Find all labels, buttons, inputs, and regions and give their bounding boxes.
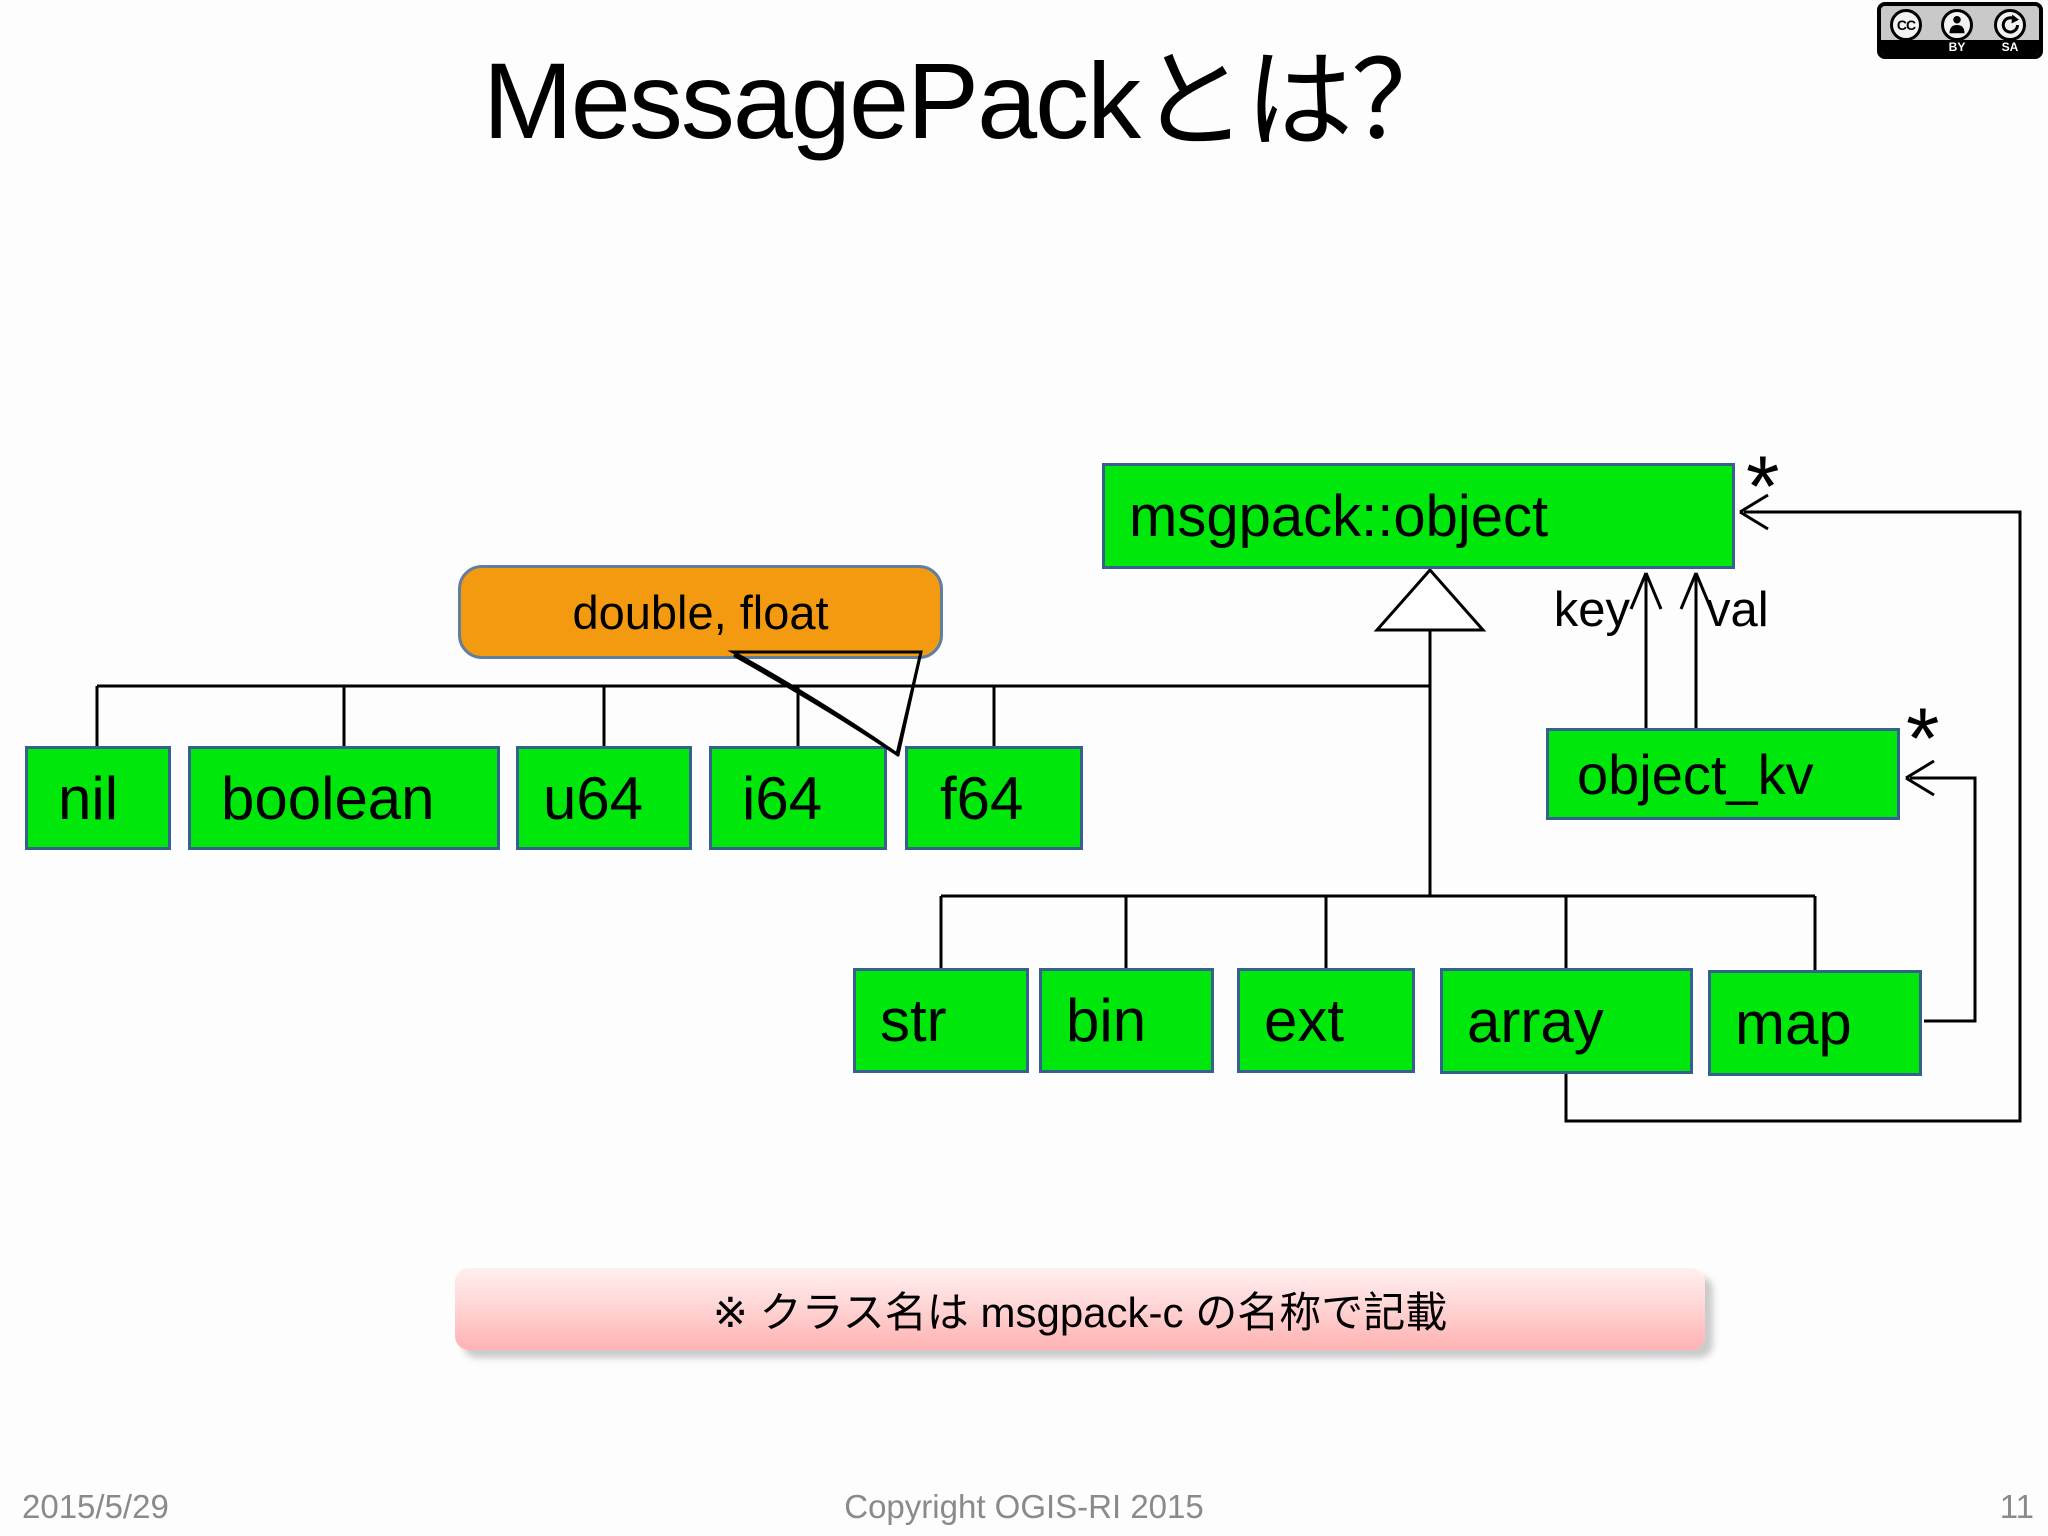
class-box-object-kv: object_kv — [1546, 728, 1900, 820]
footer-copyright: Copyright OGIS-RI 2015 — [844, 1488, 1204, 1525]
person-icon — [1949, 16, 1965, 34]
root-multiplicity-star: * — [1746, 439, 1780, 535]
cc-license-badge: CC BY SA — [1877, 2, 2043, 59]
class-box-ext: ext — [1237, 968, 1415, 1073]
class-box-map: map — [1708, 970, 1922, 1076]
class-label: array — [1467, 987, 1604, 1055]
class-label: msgpack::object — [1129, 483, 1549, 549]
attribution-person-icon — [1941, 9, 1973, 41]
cc-badge-strip: BY SA — [1881, 40, 2039, 55]
scalar-hierarchy-lines — [95, 684, 1430, 748]
class-box-msgpack-object: msgpack::object — [1102, 463, 1735, 569]
cc-logo-label: CC — [1896, 17, 1916, 33]
class-label: nil — [58, 764, 119, 832]
class-box-f64: f64 — [905, 746, 1083, 850]
circular-arrow-icon — [2001, 14, 2019, 34]
note-banner: ※ クラス名は msgpack-c の名称で記載 — [455, 1268, 1705, 1350]
class-box-i64: i64 — [709, 746, 887, 850]
footer-date: 2015/5/29 — [22, 1488, 169, 1525]
key-edge-label: key — [1553, 583, 1630, 637]
class-box-u64: u64 — [516, 746, 692, 850]
class-label: str — [880, 987, 947, 1054]
page-title: MessagePackとは？ — [482, 40, 1459, 161]
container-hierarchy-lines — [939, 894, 1817, 972]
cc-logo-icon: CC — [1890, 9, 1922, 41]
class-box-nil: nil — [25, 746, 171, 850]
class-box-array: array — [1440, 968, 1693, 1074]
callout-label: double, float — [572, 585, 829, 639]
class-box-boolean: boolean — [188, 746, 500, 850]
class-label: f64 — [940, 764, 1024, 832]
class-label: map — [1735, 989, 1852, 1057]
callout-double-float: double, float — [458, 565, 943, 659]
class-label: bin — [1066, 987, 1147, 1054]
footer-page-number: 11 — [1999, 1488, 2034, 1525]
class-label: ext — [1264, 987, 1345, 1054]
key-arrow — [1629, 572, 1663, 728]
class-label: boolean — [221, 764, 435, 832]
class-label: i64 — [742, 764, 823, 832]
val-edge-label: val — [1706, 583, 1769, 637]
note-text: ※ クラス名は msgpack-c の名称で記載 — [712, 1288, 1448, 1336]
cc-by-label: BY — [1948, 40, 1966, 54]
class-label: u64 — [543, 764, 644, 832]
cc-sa-label: SA — [2001, 40, 2019, 54]
class-box-str: str — [853, 968, 1029, 1073]
class-label: object_kv — [1577, 742, 1814, 806]
share-alike-icon — [1994, 9, 2026, 41]
kv-multiplicity-star: * — [1906, 691, 1940, 787]
class-box-bin: bin — [1039, 968, 1214, 1073]
generalization-triangle — [1373, 567, 1487, 632]
